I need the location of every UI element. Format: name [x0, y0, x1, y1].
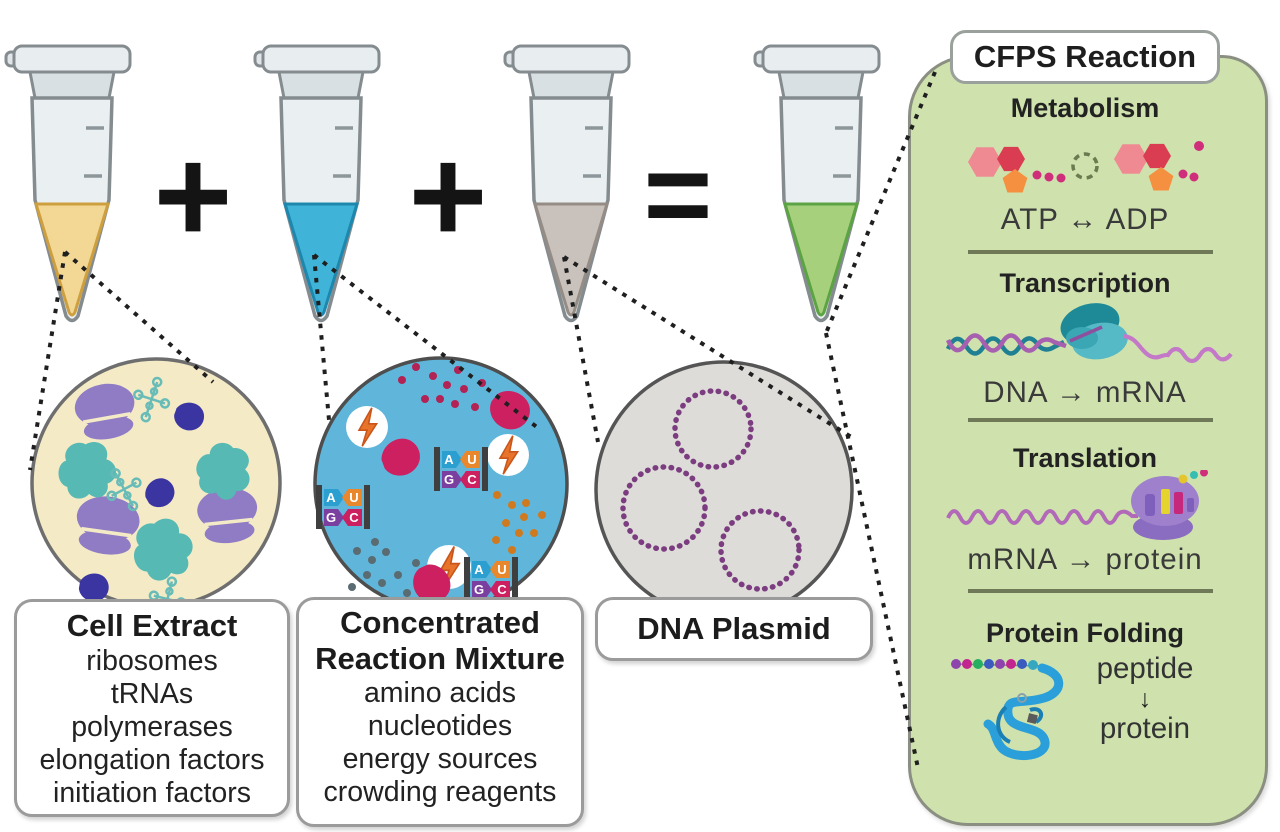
- transcription-caption: DNA → mRNA: [983, 376, 1187, 409]
- reaction-mixture-labelbox: Concentrated Reaction Mixture amino acid…: [296, 597, 584, 827]
- tube-cfps-reaction: [751, 40, 891, 335]
- plus-operator-2: +: [408, 119, 488, 271]
- list-item: amino acids: [363, 677, 517, 709]
- transcription-heading: Transcription: [999, 268, 1171, 298]
- metabolism-heading: Metabolism: [1010, 93, 1160, 123]
- svg-text:G: G: [444, 472, 454, 487]
- tube-reaction-mixture: [251, 40, 391, 335]
- list-item: polymerases: [71, 711, 233, 743]
- svg-text:C: C: [467, 472, 477, 487]
- section-divider: [968, 250, 1213, 254]
- protein-label: protein: [1099, 712, 1191, 745]
- cell-extract-circle: [30, 357, 282, 611]
- svg-text:C: C: [497, 582, 507, 597]
- svg-text:A: A: [474, 562, 484, 577]
- cfps-reaction-panel: [908, 55, 1268, 826]
- list-item: energy sources: [342, 743, 538, 775]
- metabolism-caption: ATP ↔ ADP: [1000, 203, 1170, 236]
- svg-text:A: A: [444, 452, 454, 467]
- svg-text:A: A: [326, 490, 336, 505]
- svg-text:G: G: [474, 582, 484, 597]
- section-divider: [968, 418, 1213, 422]
- svg-text:U: U: [497, 562, 506, 577]
- dna-plasmid-labelbox: DNA Plasmid: [595, 597, 873, 661]
- list-item: initiation factors: [52, 777, 251, 809]
- svg-text:U: U: [349, 490, 358, 505]
- cell-extract-labelbox: Cell Extract ribosomes tRNAs polymerases…: [14, 599, 290, 817]
- protein-folding-icon: [951, 659, 1064, 761]
- tube-cap-collar: [28, 70, 116, 100]
- list-item: nucleotides: [367, 710, 513, 742]
- cell-extract-title: Cell Extract: [66, 608, 238, 643]
- tube-liquid: [33, 202, 111, 317]
- tube-cap-lid: [12, 44, 132, 74]
- dna-plasmid-circle: [594, 360, 854, 620]
- protein-folding-heading: Protein Folding: [986, 618, 1184, 648]
- down-arrow-icon: ↓: [1138, 685, 1152, 713]
- svg-text:U: U: [467, 452, 476, 467]
- list-item: ribosomes: [86, 645, 218, 677]
- tube-liquid: [282, 202, 360, 317]
- list-item: crowding reagents: [323, 776, 557, 808]
- list-item: tRNAs: [110, 678, 194, 710]
- protein-folding-caption: peptide ↓ protein: [1040, 652, 1250, 746]
- dna-plasmid-title: DNA Plasmid: [637, 611, 831, 646]
- peptide-label: peptide: [1096, 652, 1194, 685]
- codon-block-icon: A U G C A U G C A: [316, 447, 518, 601]
- tube-cell-extract: [2, 40, 142, 335]
- tube-liquid: [782, 202, 860, 317]
- nucleotide-dots-orange: [492, 491, 546, 554]
- translation-heading: Translation: [1012, 443, 1158, 473]
- translation-caption: mRNA → protein: [967, 543, 1203, 576]
- section-divider: [968, 589, 1213, 593]
- tube-reaction-mixture-graphic: [253, 44, 381, 323]
- list-item: elongation factors: [39, 744, 265, 776]
- svg-text:G: G: [326, 510, 336, 525]
- atp-adp-icon: [968, 141, 1204, 193]
- cfps-reaction-title: CFPS Reaction: [950, 30, 1220, 84]
- svg-text:C: C: [349, 510, 359, 525]
- tube-cell-extract-graphic: [4, 44, 132, 323]
- plus-operator-1: +: [153, 119, 233, 271]
- translation-icon: [946, 470, 1208, 540]
- reaction-mixture-circle: A U G C A U G C A: [313, 356, 569, 612]
- transcription-icon: [945, 303, 1233, 364]
- tube-cfps-reaction-graphic: [753, 44, 881, 323]
- tube-liquid: [532, 202, 610, 317]
- equals-operator: =: [643, 129, 713, 261]
- reaction-mixture-title: Concentrated Reaction Mixture: [315, 605, 565, 676]
